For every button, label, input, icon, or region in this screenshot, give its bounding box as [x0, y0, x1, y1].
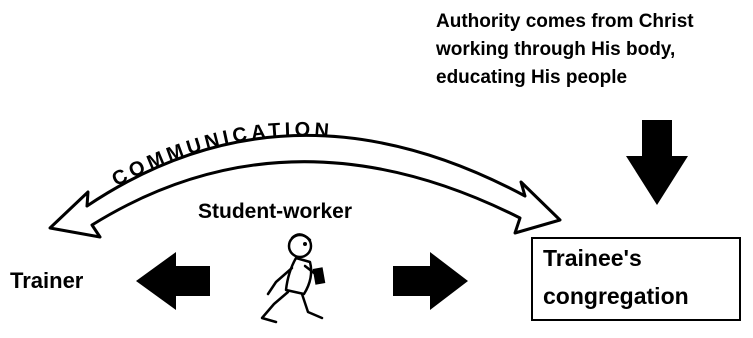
authority-note-line-1: Authority comes from Christ — [436, 11, 694, 32]
authority-note-line-3: educating His people — [436, 67, 628, 88]
arrow-left-icon — [136, 252, 210, 310]
student-worker-label: Student-worker — [198, 200, 353, 223]
trainer-label: Trainer — [10, 268, 84, 293]
congregation-line-1: Trainee's — [543, 245, 642, 271]
arrow-right-icon — [393, 252, 468, 310]
authority-note: Authority comes from Christ working thro… — [436, 8, 694, 92]
communication-arc-arrow — [48, 133, 562, 239]
authority-note-line-2: working through His body, — [436, 39, 676, 60]
congregation-line-2: congregation — [543, 283, 689, 309]
arrow-down-icon — [626, 120, 688, 205]
congregation-box: Trainee's congregation — [531, 237, 741, 321]
walking-person-icon — [260, 233, 326, 324]
